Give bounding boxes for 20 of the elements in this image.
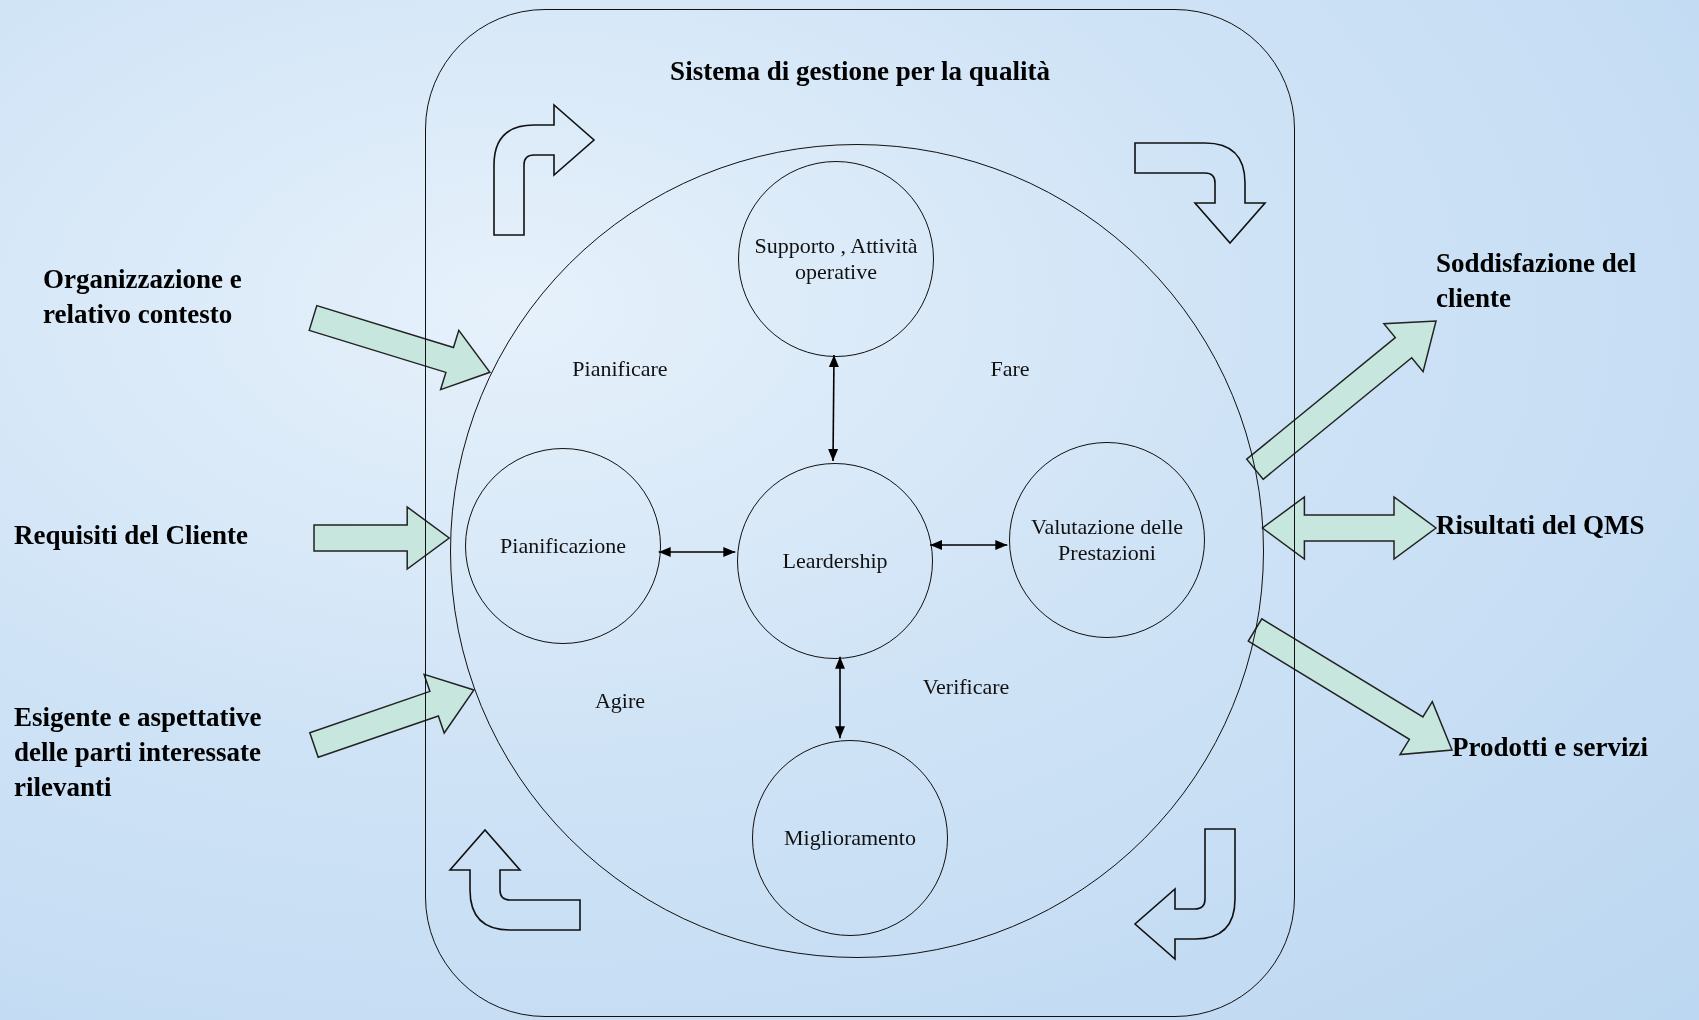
- input-label: Requisiti del Cliente: [14, 518, 314, 558]
- phase-label: Fare: [989, 356, 1031, 382]
- phase-label: Agire: [593, 688, 647, 714]
- arrow: [308, 304, 492, 391]
- input-label: Organizzazione e relativo contesto: [43, 262, 313, 342]
- system-title: Sistema di gestione per la qualità: [669, 56, 1051, 87]
- output-label: Soddisfazione del cliente: [1436, 246, 1686, 326]
- arrow: [929, 540, 1009, 550]
- output-label: Prodotti e servizi: [1452, 730, 1682, 770]
- arrow: [1261, 495, 1438, 561]
- output-label: Risultati del QMS: [1436, 508, 1686, 548]
- arrow: [313, 505, 451, 571]
- arrow: [1245, 320, 1437, 481]
- input-label: Esigente e aspettative delle parti interessate rilevanti: [14, 700, 314, 810]
- arrow: [308, 673, 476, 759]
- phase-label: Verificare: [921, 674, 1011, 700]
- arrow: [1247, 617, 1454, 756]
- system-frame: [425, 9, 1295, 1017]
- arrow: [828, 354, 839, 462]
- phase-label: Pianificare: [571, 356, 669, 382]
